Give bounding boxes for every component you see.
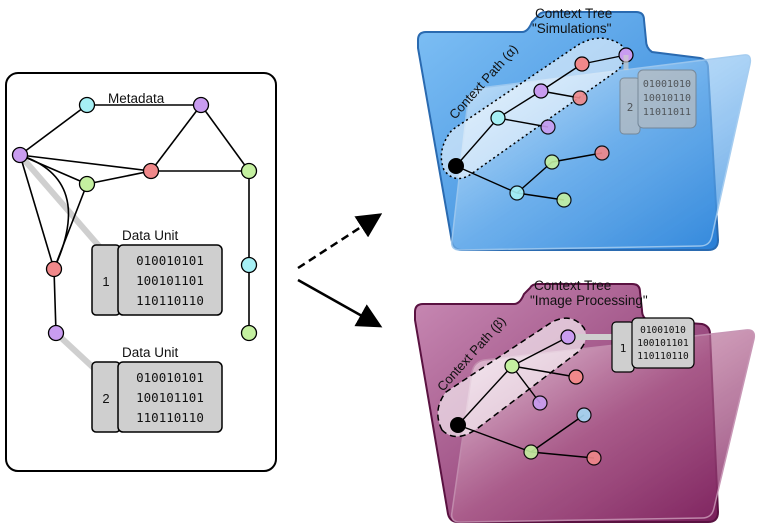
graph-node-pink <box>142 162 160 180</box>
folder-data-unit-id: 1 <box>620 342 627 355</box>
tree-node-pink <box>574 56 590 72</box>
tree-node-pink <box>586 450 602 466</box>
ghost-data-unit-bits-row: 11011011 <box>643 107 691 118</box>
tree-edges <box>457 336 595 459</box>
graph-node-cyan <box>78 96 96 114</box>
data-unit-bits-row: 100101101 <box>136 390 204 405</box>
folder-data-unit-bits-row: 01001010 <box>640 325 686 336</box>
folder-data-unit-bits-row: 100101101 <box>637 338 689 349</box>
tree-node-pink <box>572 90 588 106</box>
context-tree-title: Context Tree <box>535 6 612 21</box>
context-tree-simulations-folder: 2 01001010 10010110 11011011 Context Pat… <box>417 6 752 251</box>
folder-data-unit-bits-row: 110110110 <box>637 351 689 362</box>
graph-edges <box>19 104 250 334</box>
tree-edges <box>455 54 627 201</box>
context-tree-subtitle: "Image Processing" <box>530 293 648 308</box>
metadata-label: Metadata <box>108 91 165 106</box>
data-unit-bits-row: 100101101 <box>136 273 204 288</box>
ghost-data-unit <box>619 55 697 135</box>
data-unit-1: Data Unit 1 010010101 100101101 11011011… <box>91 228 223 316</box>
tree-node-root <box>448 158 464 174</box>
tree-node-green <box>523 444 539 460</box>
tree-node-cyan <box>576 407 592 423</box>
tree-node-purple <box>533 83 549 99</box>
graph-node-green <box>240 324 258 342</box>
tree-node-cyan <box>509 185 525 201</box>
tree-node-root <box>450 417 466 433</box>
folder-data-unit <box>611 317 695 373</box>
graph-node-purple <box>47 324 65 342</box>
data-unit-bits-row: 010010101 <box>136 370 204 385</box>
link-to-data-unit-1 <box>17 153 108 255</box>
tree-node-pink <box>568 369 584 385</box>
ghost-data-unit-bits-row: 01001010 <box>643 79 691 90</box>
tree-node-green <box>556 192 572 208</box>
dashed-arrow <box>297 213 383 270</box>
solid-arrow <box>297 278 383 328</box>
ghost-data-unit-id: 2 <box>627 101 634 114</box>
data-unit-2: Data Unit 2 010010101 100101101 11011011… <box>91 345 223 433</box>
data-unit-bits-row: 110110110 <box>136 410 204 425</box>
metadata-graph-panel: Metadata Data Unit 1 010010101 100101101… <box>5 72 277 472</box>
tree-node-purple <box>560 329 576 345</box>
context-tree-subtitle: "Simulations" <box>532 21 612 36</box>
tree-node-purple <box>532 395 548 411</box>
data-unit-bits-row: 010010101 <box>136 253 204 268</box>
data-unit-bits-row: 110110110 <box>136 293 204 308</box>
graph-node-green <box>78 175 96 193</box>
data-unit-title: Data Unit <box>122 345 179 360</box>
tree-node-green <box>544 154 560 170</box>
context-tree-image-processing-folder: 1 01001010 100101101 110110110 Context P… <box>414 278 756 523</box>
context-tree-title: Context Tree <box>534 278 611 293</box>
data-unit-bits-box <box>117 361 223 433</box>
ghost-data-unit-bits-row: 10010110 <box>643 93 691 104</box>
tree-node-cyan <box>490 110 506 126</box>
graph-node-purple <box>192 96 210 114</box>
graph-node-pink <box>45 260 63 278</box>
data-unit-bits-box <box>117 244 223 316</box>
graph-node-cyan <box>240 256 258 274</box>
tree-node-purple <box>540 119 556 135</box>
data-unit-id: 1 <box>102 274 109 289</box>
tree-node-pink <box>594 145 610 161</box>
graph-node-purple <box>11 146 29 164</box>
context-path-alpha-highlight <box>440 37 627 180</box>
tree-node-green <box>504 358 520 374</box>
data-unit-title: Data Unit <box>122 228 179 243</box>
link-to-data-unit-2 <box>53 330 101 375</box>
graph-node-green <box>240 162 258 180</box>
data-unit-id: 2 <box>102 391 109 406</box>
